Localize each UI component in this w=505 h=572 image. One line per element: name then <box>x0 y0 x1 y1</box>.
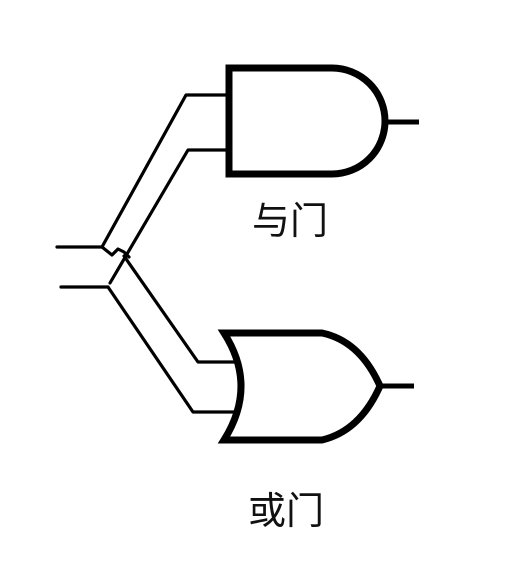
or-gate-body <box>217 329 384 444</box>
wire-to-or-top <box>122 254 238 364</box>
wire-to-and-bottom <box>108 148 229 285</box>
and-gate <box>225 64 419 178</box>
or-gate <box>217 329 414 444</box>
and-gate-label: 与门 <box>252 199 328 243</box>
or-gate-label: 或门 <box>248 489 324 533</box>
and-gate-body <box>225 64 389 178</box>
wire-to-or-bottom <box>106 285 245 414</box>
wire-crossover <box>100 245 131 259</box>
wire-to-and-top <box>100 93 229 249</box>
